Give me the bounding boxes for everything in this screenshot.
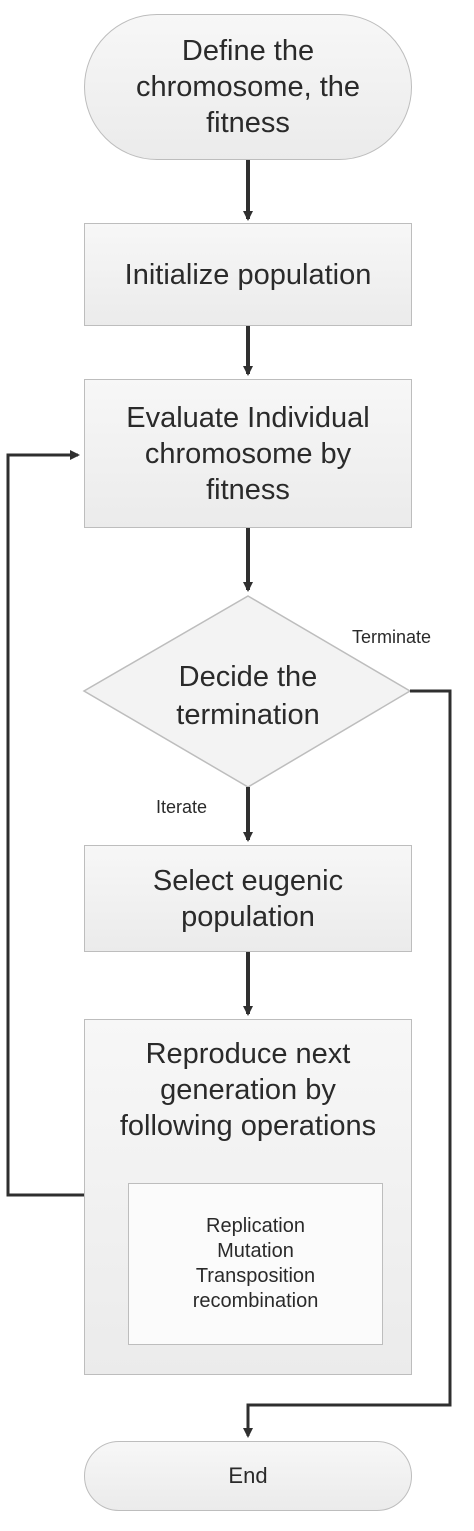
evaluate-node: Evaluate Individual chromosome by fitnes… (84, 379, 412, 528)
start-node: Define the chromosome, the fitness (84, 14, 412, 160)
evaluate-line-1: Evaluate Individual (126, 401, 370, 434)
reproduce-line-1: Reproduce next (145, 1038, 351, 1070)
initialize-label: Initialize population (124, 258, 372, 291)
operation-mutation: Mutation (217, 1240, 294, 1262)
terminate-connector (243, 689, 452, 1438)
start-node-line-1: Define the (181, 35, 315, 67)
loop-back-connector (6, 450, 84, 1197)
end-node: End (84, 1441, 412, 1511)
select-line-2: population (181, 900, 315, 933)
initialize-node: Initialize population (84, 223, 412, 326)
reproduce-line-3: following operations (119, 1110, 377, 1142)
terminate-edge-label: Terminate (352, 627, 432, 647)
operation-recombination: recombination (192, 1290, 319, 1312)
reproduce-title: Reproduce next generation by following o… (120, 1036, 376, 1144)
reproduce-line-2: generation by (160, 1074, 336, 1106)
end-label: End (228, 1463, 268, 1488)
decision-label: Decide the termination (84, 650, 412, 742)
iterate-edge-label: Iterate (156, 797, 208, 817)
select-node: Select eugenic population (84, 845, 412, 952)
operation-transposition: Transposition (195, 1265, 316, 1287)
start-node-line-2: chromosome, the (135, 71, 361, 103)
operation-replication: Replication (206, 1215, 305, 1237)
select-line-1: Select eugenic (152, 864, 344, 897)
start-node-line-3: fitness (206, 107, 290, 139)
decision-line-1: Decide the (178, 661, 318, 693)
operations-box: Replication Mutation Transposition recom… (128, 1183, 383, 1345)
evaluate-line-3: fitness (206, 473, 290, 506)
evaluate-line-2: chromosome by (144, 437, 352, 470)
decision-line-2: termination (176, 699, 320, 731)
